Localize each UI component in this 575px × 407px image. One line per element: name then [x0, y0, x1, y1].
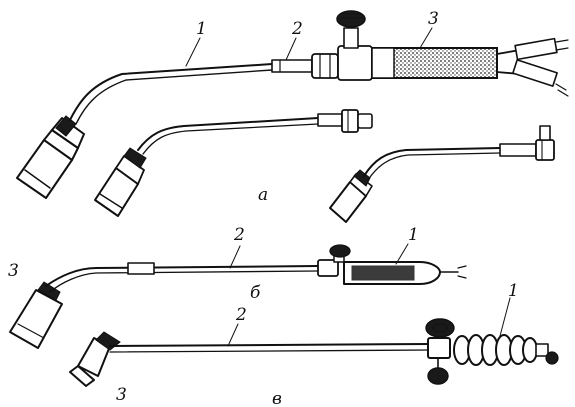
torch-c: [69, 297, 559, 387]
caption-a: а: [258, 185, 268, 205]
torch-b-tube: [45, 265, 319, 287]
torch-a-large-ferrule: [271, 59, 313, 73]
label-c-2: 2: [235, 305, 247, 325]
torch-a-small-tip: [329, 169, 373, 223]
torch-c-coil-handle: [453, 334, 559, 366]
torch-b-tip: [9, 281, 63, 349]
torch-a-large-tip: [16, 115, 85, 199]
torch-a-small: [329, 125, 555, 223]
torch-a-large-tube: [69, 63, 273, 121]
torch-c-knob-top: [425, 318, 455, 338]
label-c-3: 3: [116, 385, 127, 405]
label-a-1: 1: [196, 19, 207, 39]
torch-b: [9, 243, 467, 349]
label-b-1: 1: [408, 225, 419, 245]
torch-c-tube: [109, 343, 431, 347]
label-a-2: 2: [291, 19, 303, 39]
torch-a-medium-tip: [94, 147, 147, 217]
caption-c: в: [272, 389, 282, 407]
label-b-3: 3: [8, 261, 19, 281]
torch-c-head: [69, 365, 95, 387]
torch-a-large: [16, 10, 569, 199]
torch-a-large-valve-knob: [336, 10, 366, 28]
caption-b: б: [250, 283, 261, 303]
label-c-1: 1: [508, 281, 519, 301]
label-b-2: 2: [233, 225, 245, 245]
label-a-3: 3: [428, 9, 439, 29]
torch-a-medium: [94, 109, 373, 217]
torch-c-knob-bottom: [427, 367, 449, 385]
